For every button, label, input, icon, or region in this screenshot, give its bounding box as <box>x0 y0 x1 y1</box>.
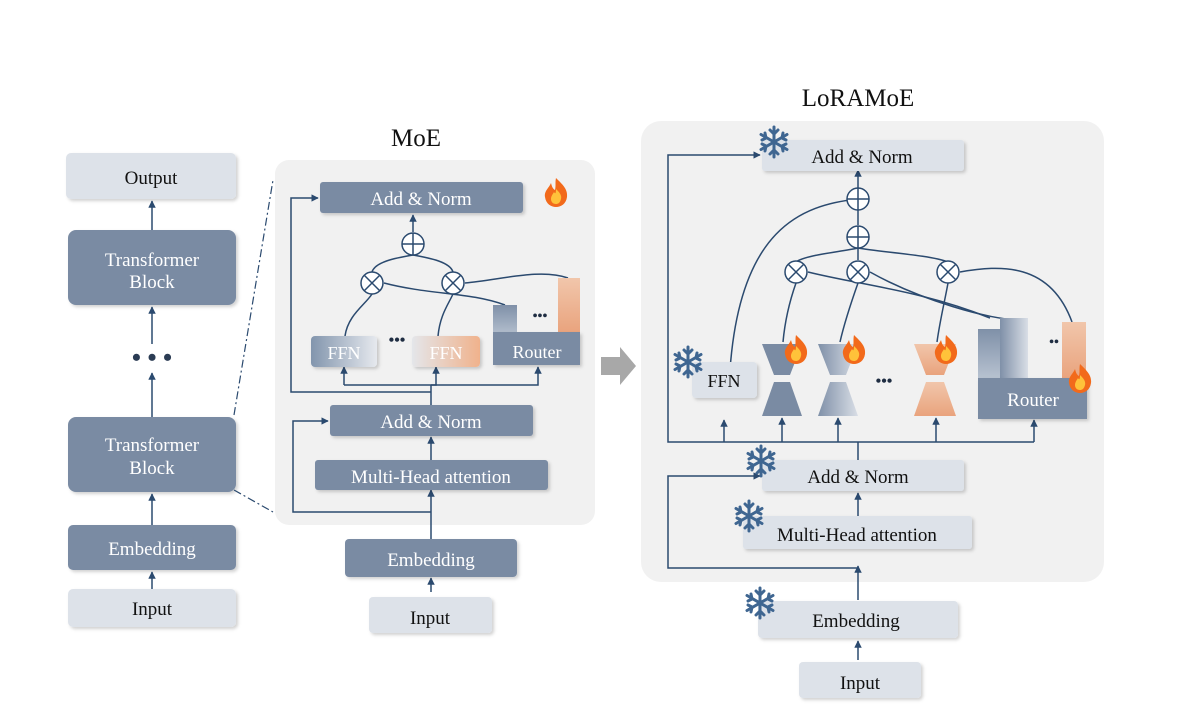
loramoe-sum-op-2 <box>846 225 870 249</box>
output-box <box>66 153 236 199</box>
left-input-box <box>68 589 236 627</box>
transformer-block-bottom-label-2: Block <box>129 458 175 479</box>
moe-ffn-2 <box>412 336 480 367</box>
loramoe-mha-label: Multi-Head attention <box>777 525 937 546</box>
loramoe-router: Router •• <box>978 318 1092 419</box>
moe-add-norm-top <box>320 182 523 213</box>
moe-title: MoE <box>391 125 441 152</box>
loramoe-sum-op-1 <box>846 187 870 211</box>
transformer-block-top-label-2: Block <box>129 272 175 293</box>
moe-ffn-1-label: FFN <box>327 343 360 363</box>
moe-mha <box>315 460 548 490</box>
left-embedding-label: Embedding <box>108 539 196 560</box>
moe-ffn-2-label: FFN <box>429 343 462 363</box>
loramoe-ffn <box>692 362 757 398</box>
transformer-block-bottom-label-1: Transformer <box>105 435 200 456</box>
loramoe-input <box>799 662 921 698</box>
left-embedding-box <box>68 525 236 570</box>
moe-router-dots: ••• <box>533 309 548 324</box>
moe-embedding <box>345 539 517 577</box>
transition-arrow-icon <box>601 347 636 385</box>
loramoe-section: LoRAMoE <box>641 85 1104 698</box>
loramoe-add-norm-bottom <box>762 460 964 491</box>
moe-ffn-1 <box>311 336 377 367</box>
moe-input-label: Input <box>410 608 451 629</box>
moe-multiply-op-1 <box>360 271 384 295</box>
output-label: Output <box>125 168 179 189</box>
loramoe-add-norm-top <box>762 140 964 171</box>
loramoe-title: LoRAMoE <box>802 85 915 112</box>
moe-ffn-dots: ••• <box>389 332 406 349</box>
loramoe-multiply-op-3 <box>936 260 960 284</box>
moe-add-norm-bottom-label: Add & Norm <box>380 412 482 433</box>
zoom-lines <box>233 179 274 513</box>
loramoe-add-norm-top-label: Add & Norm <box>811 147 913 168</box>
moe-input <box>369 597 492 633</box>
moe-router-label: Router <box>513 342 562 362</box>
loramoe-embedding <box>758 601 958 638</box>
loramoe-router-dots: •• <box>1049 335 1059 350</box>
loramoe-connections <box>667 151 1073 660</box>
left-stack: Output Transformer Block • • • Transform… <box>66 153 274 627</box>
left-ellipsis: • • • <box>132 343 172 372</box>
loramoe-multiply-op-2 <box>846 260 870 284</box>
loramoe-router-label: Router <box>1007 390 1059 411</box>
moe-add-norm-top-label: Add & Norm <box>370 189 472 210</box>
loramoe-multiply-op-1 <box>784 260 808 284</box>
moe-multiply-op-2 <box>441 271 465 295</box>
loramoe-expert-dots: ••• <box>876 373 893 390</box>
moe-embedding-label: Embedding <box>387 550 475 571</box>
left-input-label: Input <box>132 599 173 620</box>
moe-add-norm-bottom <box>330 405 533 436</box>
lora-expert-2 <box>818 335 866 416</box>
transformer-block-bottom <box>68 417 236 492</box>
transformer-block-top-label-1: Transformer <box>105 250 200 271</box>
loramoe-input-label: Input <box>840 673 881 694</box>
lora-expert-1 <box>762 335 808 416</box>
loramoe-add-norm-bottom-label: Add & Norm <box>807 467 909 488</box>
moe-section: MoE Add & Norm <box>275 125 595 633</box>
loramoe-ffn-label: FFN <box>707 371 740 391</box>
moe-sum-op <box>401 232 425 256</box>
loramoe-panel <box>641 121 1104 582</box>
lora-expert-3 <box>914 335 958 416</box>
loramoe-mha <box>743 516 972 549</box>
loramoe-embedding-label: Embedding <box>812 611 900 632</box>
moe-mha-label: Multi-Head attention <box>351 467 511 488</box>
moe-router: Router ••• <box>493 278 580 365</box>
transformer-block-top <box>68 230 236 305</box>
moe-residuals <box>290 194 542 592</box>
